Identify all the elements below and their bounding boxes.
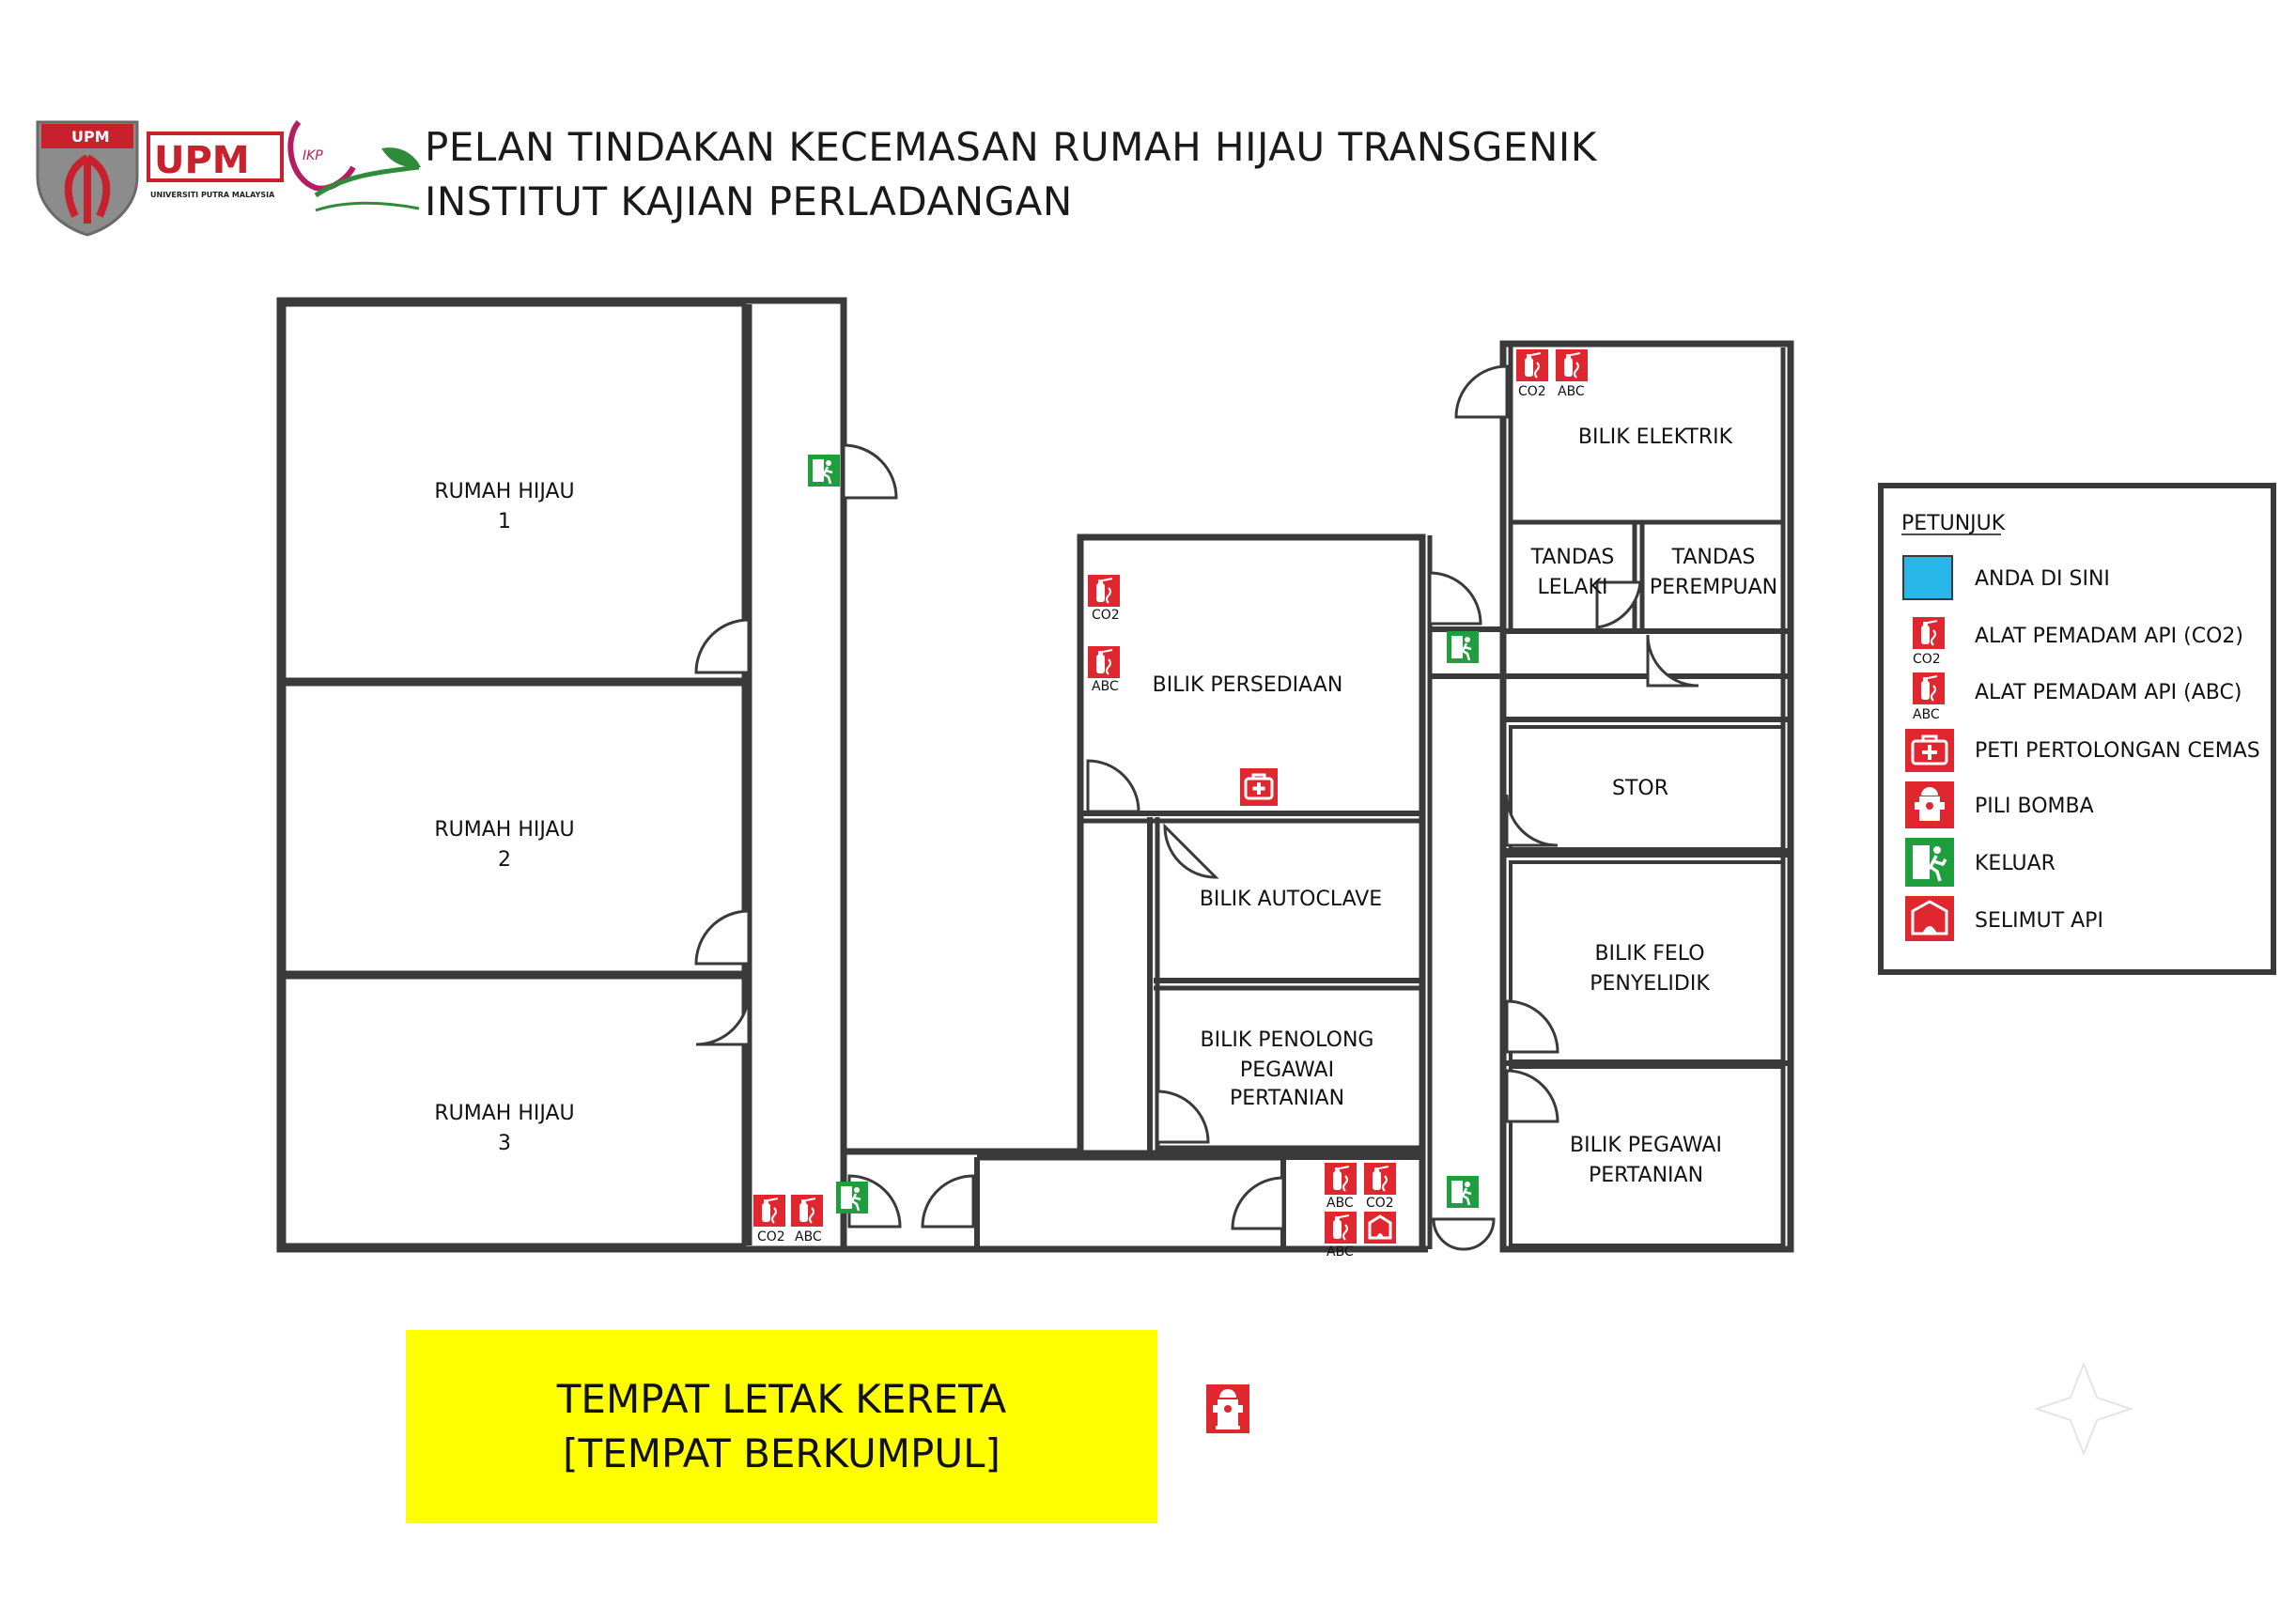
room-bilik-pegawai-label-1: BILIK PEGAWAI <box>1570 1134 1722 1157</box>
assembly-point-line2: [TEMPAT BERKUMPUL] <box>563 1430 1001 1476</box>
room-bilik-felo-label-2: PENYELIDIK <box>1590 972 1710 996</box>
room-rumah-hijau-3-label: RUMAH HIJAU <box>434 1102 574 1125</box>
room-bilik-elektrik-label: BILIK ELEKTRIK <box>1578 425 1733 449</box>
doors <box>694 364 1699 1251</box>
room-stor-label: STOR <box>1612 777 1668 800</box>
fire-extinguisher-abc-icon <box>1087 645 1121 679</box>
assembly-point: TEMPAT LETAK KERETA [TEMPAT BERKUMPUL] <box>406 1330 1157 1523</box>
room-rumah-hijau-1-label: RUMAH HIJAU <box>434 480 574 503</box>
room-bilik-penolong-label-3: PERTANIAN <box>1230 1087 1344 1110</box>
emergency-exit-icon <box>1445 1174 1481 1210</box>
first-aid-kit-icon <box>1240 768 1278 806</box>
fire-extinguisher-abc-icon <box>790 1194 824 1228</box>
fire-extinguisher-abc-icon <box>1912 672 1946 705</box>
room-bilik-penolong-label-2: PEGAWAI <box>1240 1059 1334 1082</box>
extinguisher-label: ABC <box>1326 1196 1354 1211</box>
upm-wordmark-logo: UPM UNIVERSITI PUTRA MALAYSIA <box>147 131 284 199</box>
exit-signs <box>806 453 1481 1215</box>
extinguisher-label: CO2 <box>1366 1196 1394 1211</box>
fire-extinguisher-co2-icon <box>1515 348 1549 382</box>
wordmark-text: UPM <box>154 139 250 182</box>
extinguisher-label: ABC <box>1326 1244 1354 1260</box>
fire-hydrant-icon <box>1206 1384 1249 1433</box>
plan-title-line2: INSTITUT KAJIAN PERLADANGAN <box>425 178 1073 224</box>
emergency-exit-icon <box>1905 838 1954 887</box>
emergency-exit-icon <box>1445 629 1481 665</box>
institute-logo: IKP <box>287 120 421 212</box>
walls <box>276 297 1794 1253</box>
extinguisher-label: ABC <box>1092 679 1119 694</box>
institute-logo-text: IKP <box>303 148 323 163</box>
fire-extinguisher-co2-icon <box>1912 616 1946 650</box>
legend-item-label: KELUAR <box>1975 852 2056 875</box>
legend-item-label: SELIMUT API <box>1975 909 2103 933</box>
legend-item-sub: ABC <box>1913 707 1940 722</box>
crest-text: UPM <box>71 128 110 146</box>
extinguisher-label: CO2 <box>1518 384 1546 399</box>
room-rumah-hijau-2-number: 2 <box>498 848 511 872</box>
room-bilik-persediaan-label: BILIK PERSEDIAAN <box>1153 673 1343 697</box>
first-aid-kit-icon <box>1905 729 1954 772</box>
room-rumah-hijau-2-label: RUMAH HIJAU <box>434 818 574 842</box>
you-are-here-icon <box>1902 555 1953 600</box>
fire-extinguisher-co2-icon <box>752 1194 786 1228</box>
legend-item-label: ANDA DI SINI <box>1975 567 2110 591</box>
room-tandas-perempuan-label-2: PEREMPUAN <box>1650 576 1777 599</box>
plan-title-line1: PELAN TINDAKAN KECEMASAN RUMAH HIJAU TRA… <box>425 124 1597 170</box>
fire-extinguisher-abc-icon <box>1324 1162 1357 1196</box>
room-bilik-autoclave-label: BILIK AUTOCLAVE <box>1200 888 1382 911</box>
room-rumah-hijau-1-number: 1 <box>498 510 511 533</box>
extinguisher-label: ABC <box>795 1229 822 1244</box>
extinguisher-label: CO2 <box>757 1229 785 1244</box>
room-rumah-hijau-3-number: 3 <box>498 1132 511 1155</box>
emergency-exit-icon <box>834 1180 870 1215</box>
legend-item-label: ALAT PEMADAM API (CO2) <box>1975 625 2243 648</box>
watermark-star-icon <box>2033 1361 2134 1457</box>
room-tandas-lelaki-label-2: LELAKI <box>1538 576 1608 599</box>
legend-item-sub: CO2 <box>1913 652 1941 667</box>
room-tandas-lelaki-label-1: TANDAS <box>1530 546 1615 569</box>
wordmark-subtext: UNIVERSITI PUTRA MALAYSIA <box>150 191 275 199</box>
legend: PETUNJUK ANDA DI SINI CO2 ALAT PEMADAM A… <box>1878 483 2276 975</box>
fire-extinguisher-abc-icon <box>1555 348 1589 382</box>
fire-blanket-icon <box>1364 1212 1396 1244</box>
extinguisher-label: ABC <box>1558 384 1585 399</box>
room-bilik-pegawai-label-2: PERTANIAN <box>1589 1164 1703 1187</box>
fire-extinguishers: CO2 ABC CO2 ABC CO2 ABC ABC CO2 ABC <box>752 348 1589 1260</box>
room-bilik-penolong-label-1: BILIK PENOLONG <box>1201 1028 1374 1052</box>
emergency-exit-icon <box>806 453 842 488</box>
room-tandas-perempuan-label-1: TANDAS <box>1671 546 1756 569</box>
room-labels: RUMAH HIJAU 1 RUMAH HIJAU 2 RUMAH HIJAU … <box>434 425 1777 1187</box>
room-bilik-felo-label-1: BILIK FELO <box>1594 942 1704 966</box>
legend-title: PETUNJUK <box>1901 512 2006 535</box>
fire-blanket-icon <box>1905 896 1954 941</box>
upm-crest-logo: UPM <box>36 120 139 237</box>
extinguisher-label: CO2 <box>1092 608 1120 623</box>
fire-extinguisher-co2-icon <box>1087 574 1121 608</box>
fire-hydrant-icon <box>1905 781 1954 828</box>
legend-item-label: ALAT PEMADAM API (ABC) <box>1975 681 2242 704</box>
header-logos: UPM UPM UNIVERSITI PUTRA MALAYSIA IKP <box>36 120 421 237</box>
legend-item-label: PETI PERTOLONGAN CEMAS <box>1975 739 2260 763</box>
legend-item-label: PILI BOMBA <box>1975 795 2094 818</box>
fire-extinguisher-abc-icon <box>1324 1211 1357 1244</box>
fire-extinguisher-co2-icon <box>1363 1162 1397 1196</box>
assembly-point-line1: TEMPAT LETAK KERETA <box>556 1376 1007 1422</box>
